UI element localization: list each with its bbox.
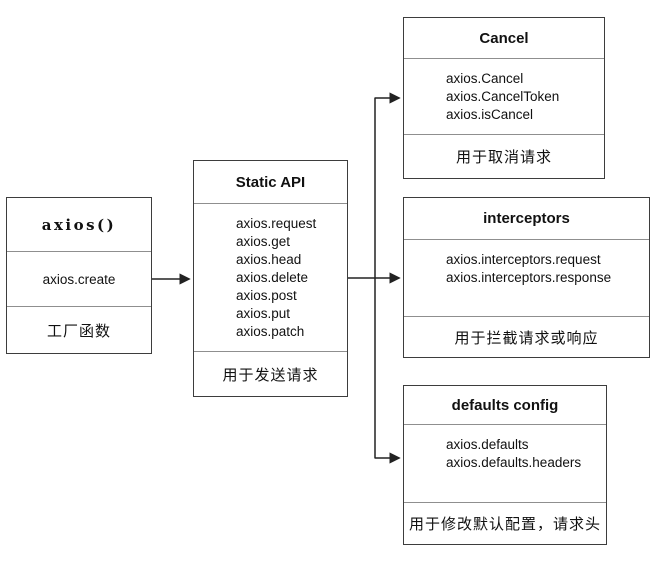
cancel-box-footer: 用于取消请求	[404, 134, 604, 178]
factory-box-title: axios()	[41, 215, 117, 234]
interceptors-box-title: interceptors	[483, 210, 570, 227]
factory-box-footer: 工厂函数	[7, 306, 151, 353]
defaults-config-box-title: defaults config	[451, 396, 559, 414]
interceptors-box: interceptors axios.interceptors.request …	[403, 197, 650, 358]
defaults-config-box-items: axios.defaults axios.defaults.headers	[404, 424, 606, 502]
static-api-box-items: axios.request axios.get axios.head axios…	[194, 203, 347, 351]
static-api-box-title: Static API	[235, 173, 306, 191]
static-api-box: Static API axios.request axios.get axios…	[193, 160, 348, 397]
interceptors-box-items: axios.interceptors.request axios.interce…	[404, 239, 649, 316]
cancel-box-items: axios.Cancel axios.CancelToken axios.isC…	[404, 58, 604, 134]
static-api-box-footer: 用于发送请求	[194, 351, 347, 396]
interceptors-box-footer: 用于拦截请求或响应	[404, 316, 649, 357]
cancel-box: Cancel axios.Cancel axios.CancelToken ax…	[403, 17, 605, 179]
defaults-config-box: defaults config axios.defaults axios.def…	[403, 385, 607, 545]
factory-box: axios() axios.create 工厂函数	[6, 197, 152, 354]
defaults-config-box-footer: 用于修改默认配置，请求头	[404, 502, 606, 544]
cancel-box-title: Cancel	[479, 29, 529, 47]
factory-box-method: axios.create	[7, 251, 151, 306]
